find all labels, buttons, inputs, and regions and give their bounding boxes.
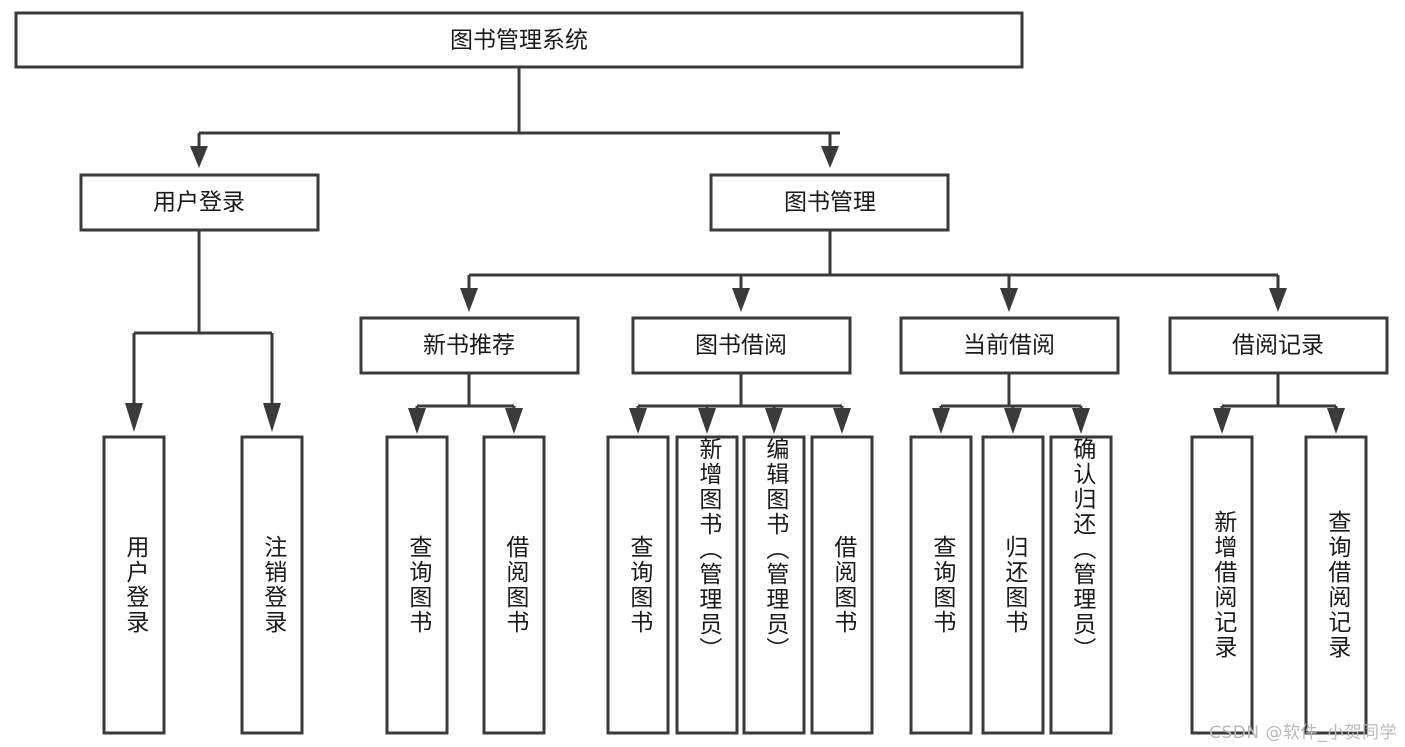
arrowhead-leaf-query-book-3 — [932, 408, 950, 434]
arrowhead-leaf-return-book — [1004, 408, 1022, 434]
node-borrow-record-label: 借阅记录 — [1232, 333, 1324, 359]
node-user-login-label: 用户登录 — [153, 190, 245, 216]
node-new-book-rec[interactable]: 新书推荐 — [359, 316, 580, 375]
node-user-login-box[interactable] — [79, 173, 320, 232]
arrowhead-leaf-borrow-book-2 — [833, 408, 851, 434]
leaf-boxes — [102, 435, 1368, 735]
node-book-manage[interactable]: 图书管理 — [709, 173, 950, 232]
arrowhead-leaf-query-book-2 — [629, 408, 647, 434]
connectors-new-book-rec-to-leaves — [408, 373, 523, 434]
arrowhead-leaf-edit-book — [765, 408, 783, 434]
node-root-label: 图书管理系统 — [450, 28, 588, 54]
arrowhead-new-book-rec — [460, 288, 478, 312]
node-leaf-borrow-book-2-box[interactable] — [810, 435, 874, 735]
node-current-borrow-label: 当前借阅 — [963, 333, 1055, 359]
arrowhead-leaf-user-login — [125, 403, 143, 432]
arrowhead-user-login — [190, 146, 208, 168]
arrowhead-leaf-add-record — [1213, 408, 1231, 434]
node-leaf-add-record-box[interactable] — [1190, 435, 1254, 735]
node-leaf-confirm-return-box[interactable] — [1049, 435, 1113, 735]
node-leaf-query-book-1-box[interactable] — [385, 435, 449, 735]
node-leaf-user-login-box[interactable] — [102, 435, 166, 735]
arrowhead-leaf-confirm-return — [1072, 408, 1090, 434]
node-book-borrow[interactable]: 图书借阅 — [631, 316, 852, 375]
node-root-box[interactable] — [14, 11, 1024, 69]
node-leaf-logout-box[interactable] — [240, 435, 304, 735]
arrowhead-book-borrow — [732, 288, 750, 312]
node-root[interactable]: 图书管理系统 — [14, 11, 1024, 69]
connectors-borrow-record-to-leaves — [1213, 373, 1345, 434]
node-book-borrow-box[interactable] — [631, 316, 852, 375]
node-current-borrow-box[interactable] — [899, 316, 1120, 375]
node-leaf-edit-book-box[interactable] — [742, 435, 806, 735]
node-borrow-record-box[interactable] — [1168, 316, 1389, 375]
arrowhead-leaf-add-book — [698, 408, 716, 434]
node-leaf-query-book-2-box[interactable] — [606, 435, 670, 735]
node-borrow-record[interactable]: 借阅记录 — [1168, 316, 1389, 375]
connectors-book-manage-to-level3 — [460, 230, 1287, 312]
arrowhead-leaf-logout — [263, 403, 281, 432]
arrowhead-current-borrow — [1000, 288, 1018, 312]
node-book-manage-box[interactable] — [709, 173, 950, 232]
connectors-user-login-to-leaves — [125, 230, 281, 432]
node-current-borrow[interactable]: 当前借阅 — [899, 316, 1120, 375]
connectors-root-to-level2 — [190, 67, 840, 168]
node-leaf-query-record-box[interactable] — [1304, 435, 1368, 735]
arrowhead-leaf-query-record — [1327, 408, 1345, 434]
node-book-manage-label: 图书管理 — [784, 190, 876, 216]
connectors-book-borrow-to-leaves — [629, 373, 851, 434]
node-user-login[interactable]: 用户登录 — [79, 173, 320, 232]
node-leaf-borrow-book-1-box[interactable] — [482, 435, 546, 735]
node-new-book-rec-box[interactable] — [359, 316, 580, 375]
node-new-book-rec-label: 新书推荐 — [423, 333, 515, 359]
arrowhead-leaf-query-book-1 — [408, 408, 426, 434]
node-leaf-add-book-box[interactable] — [675, 435, 739, 735]
arrowhead-borrow-record — [1269, 288, 1287, 312]
node-leaf-return-book-box[interactable] — [981, 435, 1045, 735]
node-book-borrow-label: 图书借阅 — [695, 333, 787, 359]
arrowhead-leaf-borrow-book-1 — [505, 408, 523, 434]
node-leaf-query-book-3-box[interactable] — [909, 435, 973, 735]
watermark-text: CSDN @软件_小贺同学 — [1209, 723, 1397, 743]
connectors-current-borrow-to-leaves — [932, 373, 1090, 434]
arrowhead-book-manage — [821, 146, 839, 168]
